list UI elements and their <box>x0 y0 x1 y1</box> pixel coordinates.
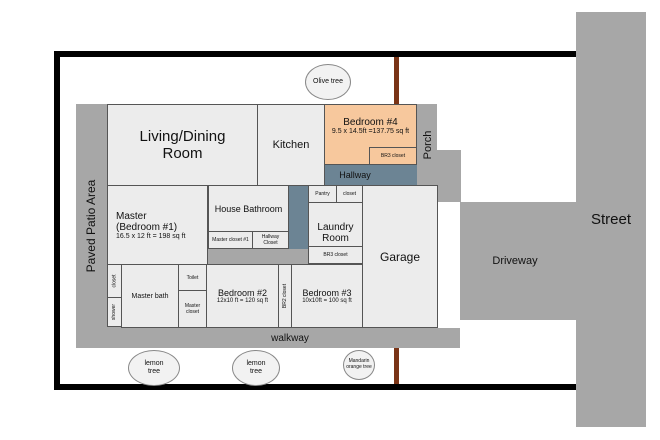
laundry-room-label: Laundry Room <box>317 222 354 244</box>
living-dining-room: Living/Dining Room <box>107 104 258 186</box>
bedroom-2-title: Bedroom #2 <box>217 288 268 298</box>
walkway-label: walkway <box>271 333 309 344</box>
living-dining-label: Living/Dining Room <box>139 128 226 162</box>
paved-patio-right-strip <box>417 104 437 150</box>
pantry-label: Pantry <box>315 191 330 197</box>
paved-patio-label: Paved Patio Area <box>84 179 98 273</box>
lemon-tree-1-label: lemon tree <box>144 359 164 375</box>
mandarin-orange-tree: Mandarin orange tree <box>343 350 375 380</box>
bedroom-2-size: 12x10 ft = 120 sq ft <box>216 298 269 304</box>
br2-closet: BR2 closet <box>278 264 292 328</box>
lemon-tree-1: lemon tree <box>128 350 180 386</box>
hallway-label: Hallway <box>339 170 371 180</box>
bedroom-3-title: Bedroom #3 <box>302 288 352 298</box>
master-bath-label: Master bath <box>131 292 169 300</box>
olive-tree-label: Olive tree <box>313 77 343 85</box>
bedroom-4-size: 9.5 x 14.5ft =137.75 sq ft <box>331 128 410 135</box>
garage: Garage <box>362 185 438 328</box>
porch-label: Porch <box>422 130 434 160</box>
yard-boundary-bottom <box>54 384 576 390</box>
br3-closet-top: BR3 closet <box>369 147 417 165</box>
master-bath: Master bath <box>121 264 179 328</box>
lemon-tree-2: lemon tree <box>232 350 280 386</box>
toilet: Toilet <box>178 264 207 291</box>
shower: shower <box>107 297 122 327</box>
pantry: Pantry <box>308 185 337 203</box>
fence-post-bottom <box>394 328 399 384</box>
master-closet-small: closet <box>107 264 122 298</box>
closet-near-laundry: closet <box>336 185 363 203</box>
driveway-label: Driveway <box>492 255 538 267</box>
driveway <box>460 202 576 320</box>
bedroom-3: Bedroom #3 10x10ft = 100 sq ft <box>291 264 363 328</box>
bedroom-4-title: Bedroom #4 <box>343 117 398 128</box>
br3-closet-top-label: BR3 closet <box>380 153 406 159</box>
master-closet-1: Master closet #1 <box>208 231 253 249</box>
mandarin-tree-label: Mandarin orange tree <box>346 358 372 370</box>
hallway-closet-label: Hallway Closet <box>261 234 280 246</box>
br3-closet-laundry: BR3 closet <box>308 246 363 264</box>
master-closet-1-label: Master closet #1 <box>212 237 249 243</box>
master-size: 16.5 x 12 ft = 198 sq ft <box>116 232 186 240</box>
lemon-tree-2-label: lemon tree <box>246 359 266 375</box>
master-bedroom: Master (Bedroom #1) 16.5 x 12 ft = 198 s… <box>107 185 208 265</box>
toilet-label: Toilet <box>186 274 199 281</box>
hallway-closet: Hallway Closet <box>252 231 289 249</box>
yard-boundary-top <box>54 51 576 57</box>
kitchen-label: Kitchen <box>272 139 310 151</box>
fence-post-top <box>394 57 399 107</box>
kitchen: Kitchen <box>257 104 325 186</box>
yard-boundary-left <box>54 51 60 390</box>
olive-tree: Olive tree <box>305 64 351 100</box>
br3-closet-laundry-label: BR3 closet <box>323 252 348 258</box>
street-label: Street <box>590 211 632 228</box>
closet-near-laundry-label: closet <box>342 191 357 197</box>
walkway-extension <box>360 328 460 348</box>
bedroom-2: Bedroom #2 12x10 ft = 120 sq ft <box>206 264 279 328</box>
shower-label: shower <box>111 303 118 321</box>
house-bathroom: House Bathroom <box>208 185 289 232</box>
master-title: Master (Bedroom #1) <box>116 210 178 233</box>
street <box>576 12 646 427</box>
house-bathroom-label: House Bathroom <box>214 203 283 214</box>
br2-closet-label: BR2 closet <box>282 283 288 309</box>
bedroom-3-size: 10x10ft = 100 sq ft <box>302 298 352 304</box>
master-closet-2: Master closet <box>178 290 207 328</box>
hallway-vertical <box>288 165 308 249</box>
master-closet-small-label: closet <box>111 274 118 288</box>
garage-label: Garage <box>379 249 421 264</box>
master-closet-2-label: Master closet <box>184 303 201 315</box>
